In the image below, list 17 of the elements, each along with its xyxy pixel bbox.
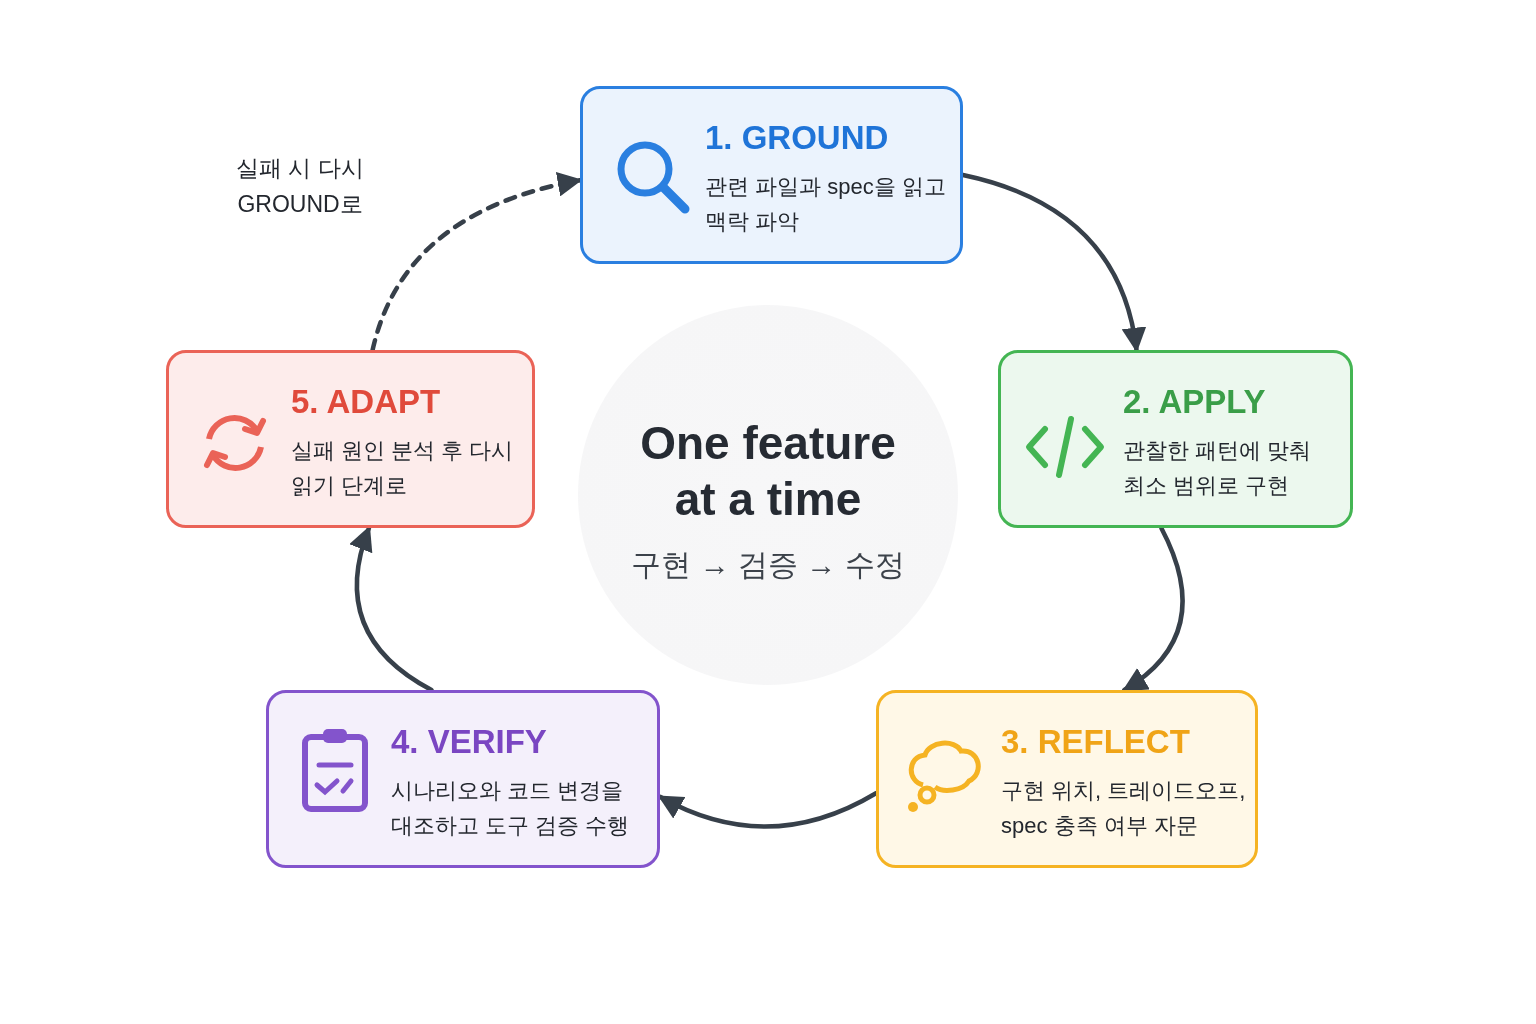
- step-title: 2. APPLY: [1123, 383, 1266, 421]
- step-title: 5. ADAPT: [291, 383, 441, 421]
- step-title: 4. VERIFY: [391, 723, 547, 761]
- step-box: [266, 690, 660, 868]
- step-description: 시나리오와 코드 변경을 대조하고 도구 검증 수행: [391, 777, 631, 840]
- step-title: 3. REFLECT: [1001, 723, 1190, 761]
- step-box: [998, 350, 1353, 528]
- step-title: 1. GROUND: [705, 119, 889, 157]
- step-box: [580, 86, 963, 264]
- step-box: [166, 350, 535, 528]
- step-description: 관찰한 패턴에 맞춰 최소 범위로 구현: [1123, 437, 1313, 500]
- center-title: One feature at a time: [639, 416, 897, 527]
- step-box: [876, 690, 1258, 868]
- step-description: 관련 파일과 spec을 읽고 맥락 파악: [705, 173, 947, 236]
- center-subtitle: 구현 → 검증 → 수정: [630, 547, 906, 583]
- step-description: 실패 원인 분석 후 다시 읽기 단계로: [291, 437, 515, 500]
- step-description: 구현 위치, 트레이드오프, spec 충족 여부 자문: [1001, 777, 1247, 840]
